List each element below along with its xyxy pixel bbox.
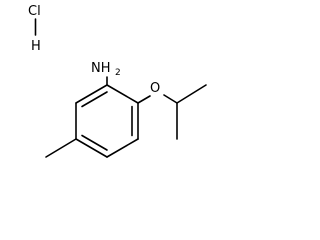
o-ch-bond: [163, 94, 178, 104]
ring-bond-top-upperright: [106, 84, 139, 104]
ring-double-bond-inner-bottom: [81, 134, 108, 151]
ring-double-bond-inner-top: [81, 91, 108, 108]
ring-bond-lowerright-bottom: [106, 138, 139, 158]
amine-subscript: 2: [115, 68, 121, 78]
chemical-structure: Cl H NH 2 O: [28, 4, 207, 158]
c-o-bond: [137, 95, 151, 104]
hydrogen-label: H: [31, 39, 41, 54]
ring-bond-upperleft-top: [75, 84, 108, 104]
c-methyl-bond: [45, 138, 77, 158]
ring-bond-bottom-lowerleft: [75, 138, 108, 158]
amine-label: NH: [91, 61, 111, 76]
oxygen-label: O: [150, 81, 160, 96]
ch-methyl-up-bond: [176, 84, 207, 104]
chlorine-label: Cl: [28, 4, 41, 19]
